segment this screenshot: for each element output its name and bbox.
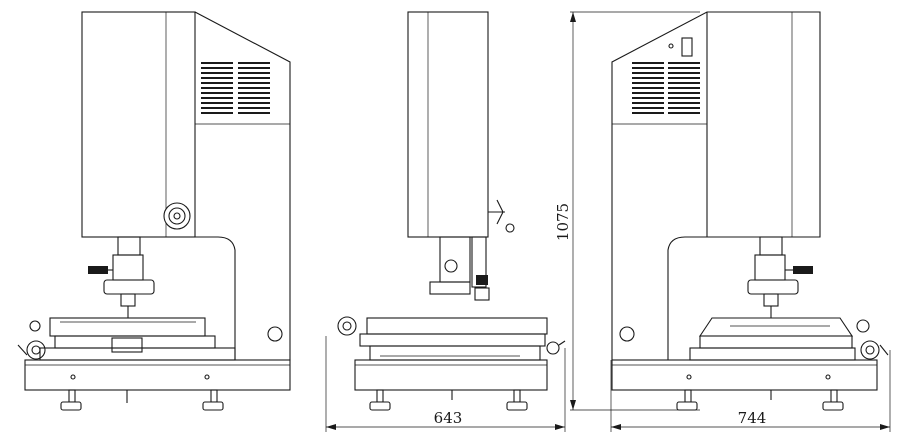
stage-knob <box>26 340 46 360</box>
focus-knob <box>163 202 191 230</box>
width-dimension <box>610 350 891 432</box>
vent-grille-rear-right <box>668 62 700 114</box>
width-dimension-label: 744 <box>738 409 767 427</box>
rear-view <box>611 11 889 411</box>
height-dimension <box>570 11 700 411</box>
vent-grille-right <box>238 62 270 114</box>
height-dimension-label: 1075 <box>554 203 572 241</box>
front-view <box>17 11 291 411</box>
vent-grille-left <box>201 62 233 114</box>
vent-grille-rear-left <box>632 62 664 114</box>
depth-dimension-label: 643 <box>434 409 463 427</box>
side-view <box>337 11 566 411</box>
depth-dimension <box>325 336 566 432</box>
